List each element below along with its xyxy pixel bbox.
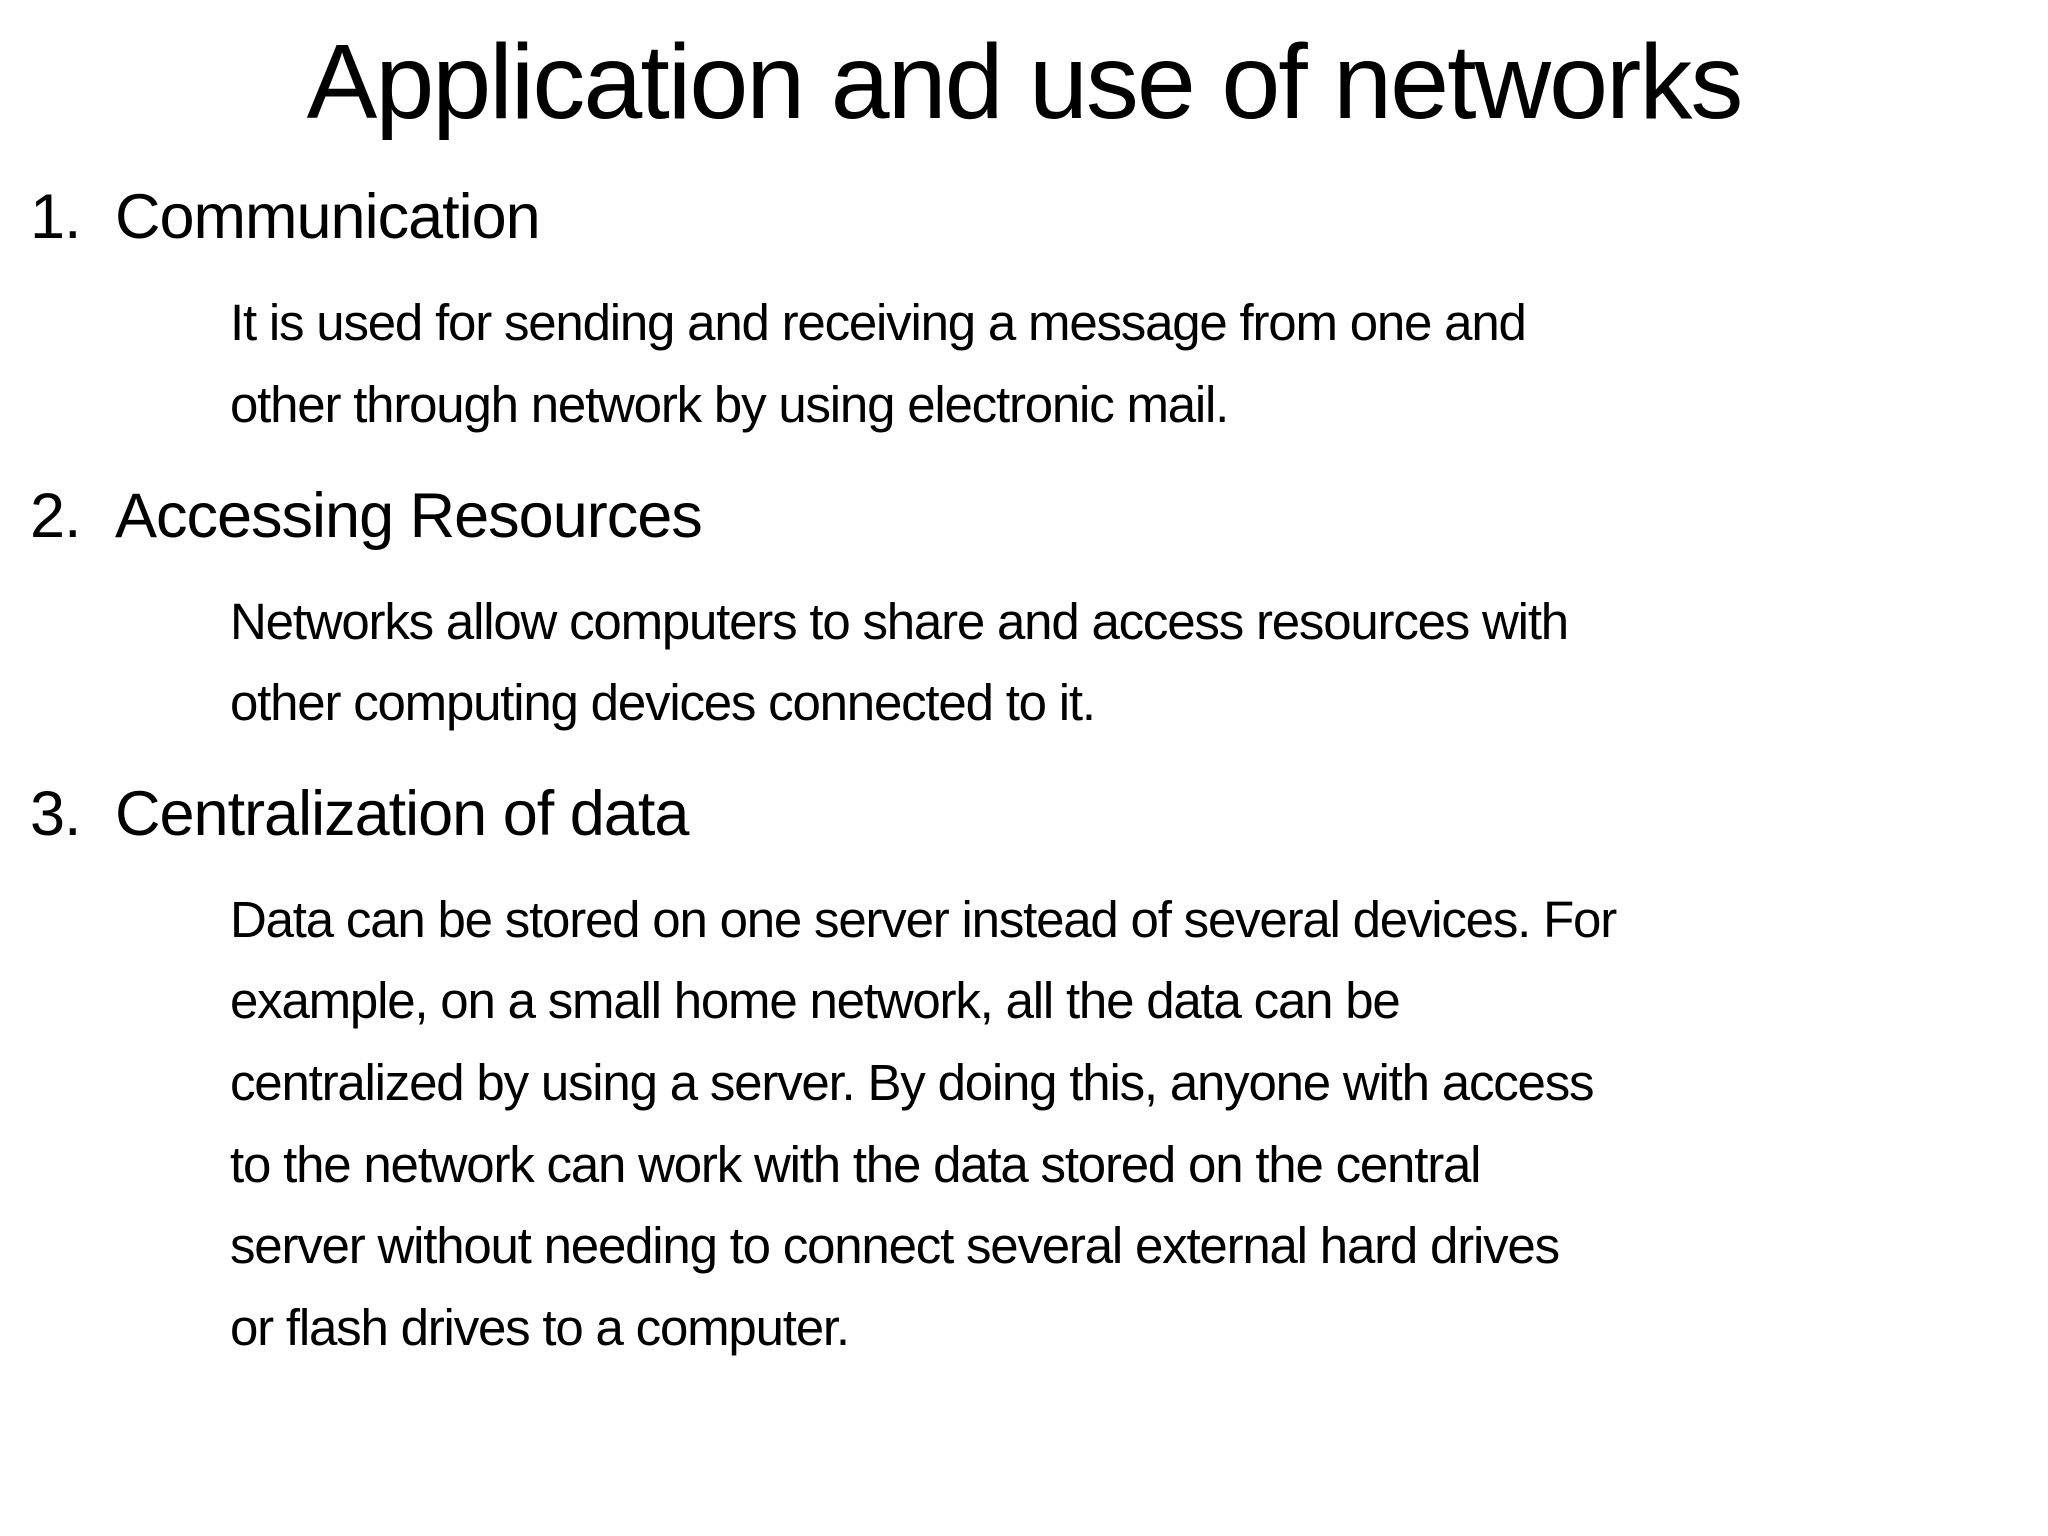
- list-item-centralization-of-data: 3. Centralization of data Data can be st…: [0, 772, 2048, 1369]
- list-item-accessing-resources: 2. Accessing Resources Networks allow co…: [0, 474, 2048, 744]
- item-heading: Communication: [115, 182, 541, 253]
- item-heading: Centralization of data: [115, 778, 689, 849]
- slide-title: Application and use of networks: [306, 23, 1744, 141]
- numbered-list: 1. Communication It is used for sending …: [0, 175, 2048, 1368]
- item-number: 2.: [30, 480, 82, 551]
- list-item-communication: 1. Communication It is used for sending …: [0, 175, 2048, 445]
- item-number: 3.: [30, 778, 82, 849]
- item-body: It is used for sending and receiving a m…: [230, 294, 1527, 433]
- item-body: Networks allow computers to share and ac…: [230, 592, 1569, 732]
- item-heading: Accessing Resources: [115, 480, 703, 551]
- list-item-heading-row: 1. Communication: [0, 175, 2048, 260]
- list-item-heading-row: 2. Accessing Resources: [0, 474, 2048, 559]
- item-number: 1.: [30, 182, 82, 253]
- list-item-heading-row: 3. Centralization of data: [0, 772, 2048, 857]
- item-body: Data can be stored on one server instead…: [230, 890, 1617, 1356]
